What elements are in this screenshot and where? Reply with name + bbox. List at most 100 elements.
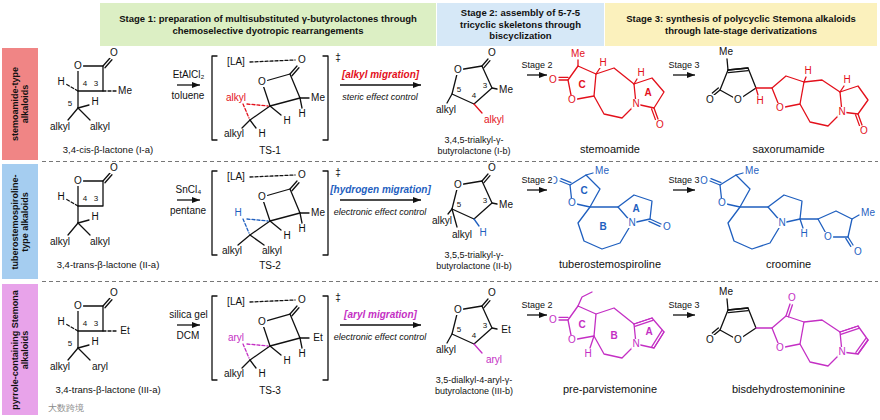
double-bond-line [728,71,748,73]
position-number: 4 [83,80,87,88]
reaction-arrow [527,189,547,190]
ring-letter: B [610,331,617,341]
double-bond-line [105,60,112,68]
atom-label: H [297,109,306,119]
atom-label: O [567,95,577,105]
atom-label: H [598,58,607,68]
atom-label: alkyl [431,216,453,226]
bond-line [238,235,250,245]
alkaloid-class-band: stemoamide-type alkaloids [2,48,38,160]
control-note: electronic effect control [334,333,427,342]
stage-header: Stage 2: assembly of 5-7-5 tricyclic ske… [437,3,604,46]
double-bond-line [712,88,718,93]
position-number: 3 [483,82,487,90]
atom-label: H [297,349,306,359]
atom-label: H [803,66,812,76]
ring-letter: C [578,80,585,90]
atom-label: H [282,356,291,366]
ring-letter: A [644,88,651,98]
stage-header: Stage 3: synthesis of polycyclic Stemona… [605,3,877,46]
migrating-bond [243,219,249,233]
ring-letter: A [632,204,639,214]
bond-line [262,74,300,106]
atom-label: H [90,212,99,222]
atom-label: Me [498,85,514,95]
bond-line [66,324,78,331]
bond-line [756,88,758,95]
bond-line [728,207,782,249]
bond-line [452,66,492,104]
bond-line [852,215,859,219]
migration-type: [alkyl migration] [341,70,420,80]
atom-label: O [257,317,267,327]
atom-label: O [787,293,797,303]
compound-name: pre-parvistemonine [550,383,670,396]
stage-step: Stage 2 [520,301,553,310]
migration-type: [hydrogen migration] [329,185,432,195]
position-number: 5 [68,100,72,108]
stage-header: Stage 1: preparation of multisubstituted… [100,3,436,46]
bond-line [250,235,264,245]
atom-label: Me [744,166,760,176]
bond-line [103,330,116,331]
position-number: 3 [94,320,98,328]
compound-caption: 3,4-trans-β-lactone (III-a) [42,385,174,396]
bond-line [492,203,497,204]
atom-label: [LA] [226,57,246,67]
atom-label: O [487,288,497,298]
bond-line [474,219,479,226]
atom-label: O [733,335,743,345]
position-number: 3 [94,80,98,88]
double-bond-line [856,115,860,126]
migrating-group: aryl [227,333,245,343]
alkaloid-product: tuberostemospiroline [550,167,670,273]
bond-line [270,221,281,230]
bond-line [474,104,482,113]
bond-line [78,348,90,360]
lewis-acid-contact [250,60,295,62]
bond-line [578,207,632,249]
bond-line [756,87,772,88]
ts-label: TS-2 [203,260,337,272]
stage-step: Stage 3 [667,61,700,70]
position-number: 4 [83,320,87,328]
atom-label: alkyl [49,362,71,372]
atom-label: Me [718,287,734,297]
bond-line [300,338,302,348]
atom-label: Me [310,208,326,218]
atom-label: N [837,347,846,357]
atom-label: O [705,95,715,105]
atom-label: Me [860,208,876,218]
lewis-acid-contact [250,300,295,302]
bond-line [586,173,593,175]
bond-line [250,360,256,368]
bond-line [68,108,78,120]
bond-line [66,84,78,91]
alkaloid-product: stemoamide [550,52,670,158]
atom-label: Et [312,333,323,343]
atom-label: O [453,65,463,75]
atom-label: H [842,75,851,85]
bond-line [590,336,594,348]
transition-state: TS-2 [203,167,337,273]
atom-label: O [257,77,267,87]
atom-label: ‡ [334,53,342,63]
double-bond-line [484,301,490,308]
bond-line [300,337,309,338]
atom-label: N [627,218,636,228]
double-bond-line [559,77,568,78]
atom-label: H [583,349,592,359]
bond-line [242,360,250,368]
ts-label: TS-3 [203,385,337,397]
atom-label: O [109,48,119,58]
bond-line [594,308,636,358]
atom-label: H [636,68,645,78]
migrating-bond [243,104,249,118]
double-bond-line [712,328,718,333]
compound-caption: 3,4-cis-β-lactone (I-a) [42,145,174,156]
position-number: 4 [472,332,476,340]
atom-label: [LA] [226,172,246,182]
atom-label: alkyl [223,369,245,379]
